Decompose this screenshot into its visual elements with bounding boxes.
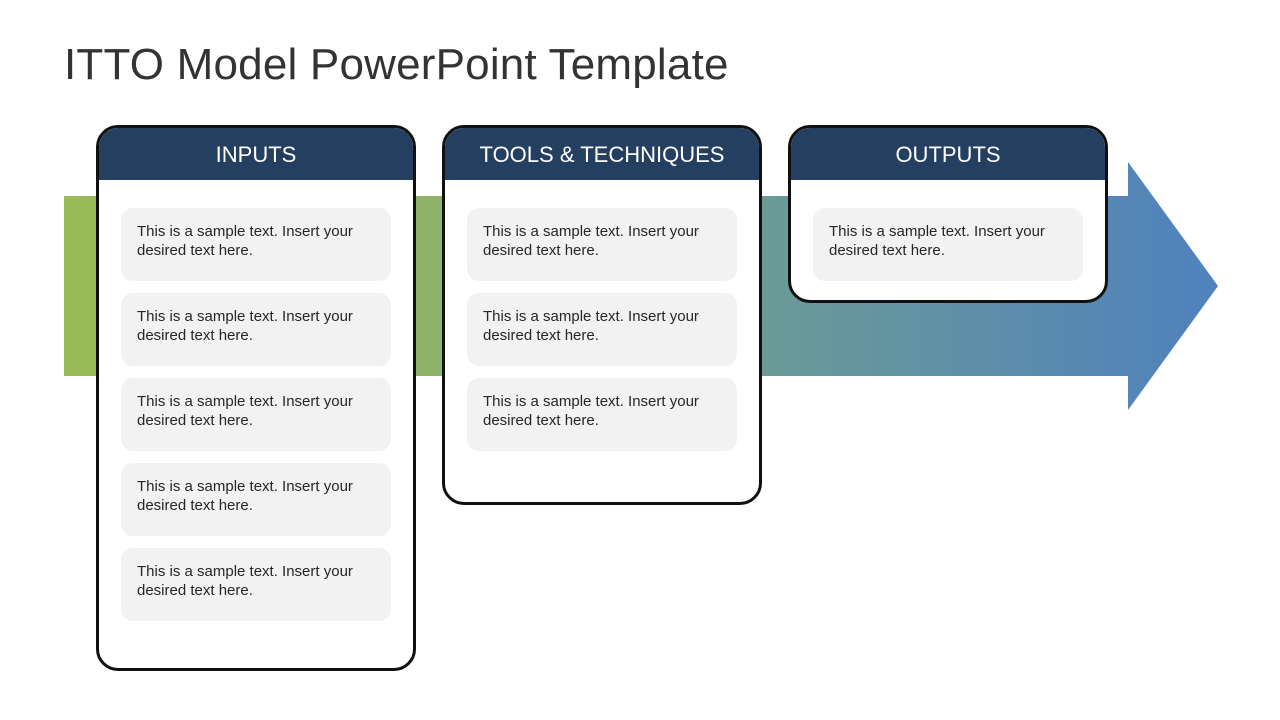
tool-text-box-3[interactable]: This is a sample text. Insert your desir…: [467, 378, 737, 451]
tools-techniques-card: TOOLS & TECHNIQUES This is a sample text…: [442, 125, 762, 505]
tools-techniques-list: This is a sample text. Insert your desir…: [445, 180, 759, 451]
outputs-list: This is a sample text. Insert your desir…: [791, 180, 1105, 281]
outputs-header: OUTPUTS: [791, 128, 1105, 180]
tools-techniques-header: TOOLS & TECHNIQUES: [445, 128, 759, 180]
outputs-card: OUTPUTS This is a sample text. Insert yo…: [788, 125, 1108, 303]
slide-title: ITTO Model PowerPoint Template: [64, 40, 729, 89]
inputs-header: INPUTS: [99, 128, 413, 180]
input-text-box-4[interactable]: This is a sample text. Insert your desir…: [121, 463, 391, 536]
tool-text-box-1[interactable]: This is a sample text. Insert your desir…: [467, 208, 737, 281]
input-text-box-3[interactable]: This is a sample text. Insert your desir…: [121, 378, 391, 451]
input-text-box-5[interactable]: This is a sample text. Insert your desir…: [121, 548, 391, 621]
inputs-list: This is a sample text. Insert your desir…: [99, 180, 413, 621]
input-text-box-1[interactable]: This is a sample text. Insert your desir…: [121, 208, 391, 281]
input-text-box-2[interactable]: This is a sample text. Insert your desir…: [121, 293, 391, 366]
tool-text-box-2[interactable]: This is a sample text. Insert your desir…: [467, 293, 737, 366]
output-text-box-1[interactable]: This is a sample text. Insert your desir…: [813, 208, 1083, 281]
inputs-card: INPUTS This is a sample text. Insert you…: [96, 125, 416, 671]
